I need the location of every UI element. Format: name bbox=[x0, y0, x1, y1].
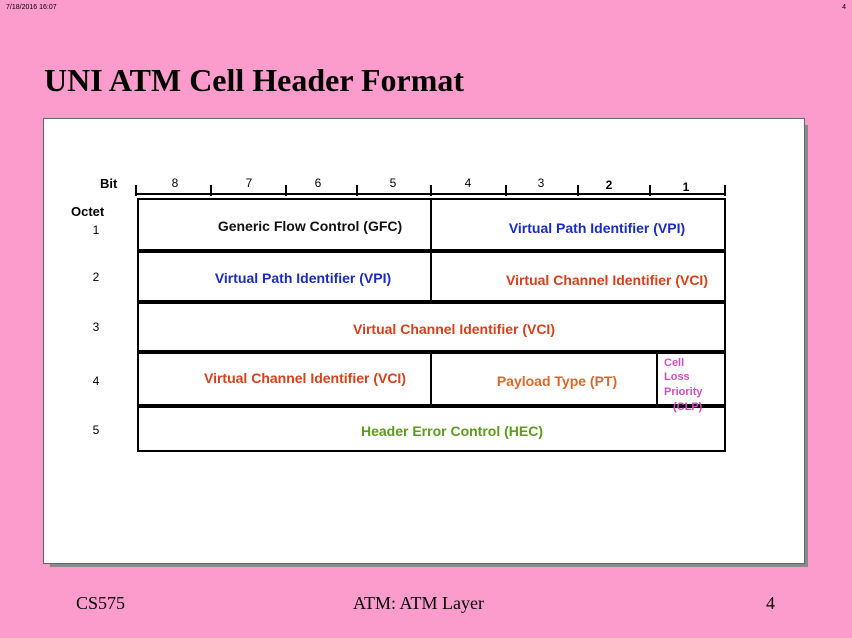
octet-number: 4 bbox=[93, 374, 100, 388]
bit-number: 6 bbox=[315, 176, 322, 190]
bit-number: 4 bbox=[465, 176, 472, 190]
footer-topic: ATM: ATM Layer bbox=[353, 593, 484, 613]
field-payload-type: Payload Type (PT) bbox=[497, 373, 617, 389]
octet-number: 1 bbox=[93, 223, 100, 237]
field-vci-octet-4: Virtual Channel Identifier (VCI) bbox=[204, 370, 406, 386]
field-hec: Header Error Control (HEC) bbox=[361, 423, 543, 439]
bit-numbers: 8 7 6 5 4 3 2 1 bbox=[172, 176, 690, 194]
corner-page-number: 4 bbox=[842, 4, 846, 11]
field-clp-line: Loss bbox=[664, 371, 690, 383]
field-gfc: Generic Flow Control (GFC) bbox=[218, 218, 402, 234]
field-clp-line: (CLP) bbox=[673, 401, 703, 413]
field-clp-line: Cell bbox=[664, 357, 684, 369]
bit-number: 1 bbox=[683, 180, 690, 194]
octet-number: 5 bbox=[93, 423, 100, 437]
octet-3-box bbox=[137, 302, 726, 352]
diagram-panel bbox=[43, 118, 805, 564]
slide-title: UNI ATM Cell Header Format bbox=[44, 62, 465, 98]
octet-numbers: 1 2 3 4 5 bbox=[93, 223, 100, 437]
bit-number: 8 bbox=[172, 176, 179, 190]
timestamp: 7/18/2016 16:07 bbox=[6, 4, 57, 11]
footer-page-number: 4 bbox=[766, 593, 775, 613]
field-clp-line: Priority bbox=[664, 386, 703, 398]
bit-number: 3 bbox=[538, 176, 545, 190]
octet-label: Octet bbox=[71, 204, 105, 219]
field-vpi-octet-2: Virtual Path Identifier (VPI) bbox=[215, 270, 391, 286]
field-vci-octet-3: Virtual Channel Identifier (VCI) bbox=[353, 321, 555, 337]
footer-course: CS575 bbox=[76, 593, 126, 613]
field-vpi-octet-1: Virtual Path Identifier (VPI) bbox=[509, 220, 685, 236]
bit-number: 7 bbox=[246, 176, 253, 190]
bit-number: 5 bbox=[390, 176, 397, 190]
bit-label: Bit bbox=[100, 176, 118, 191]
bit-ticks bbox=[135, 185, 726, 196]
bit-number: 2 bbox=[606, 178, 613, 192]
octet-number: 2 bbox=[93, 270, 100, 284]
octet-5-box bbox=[137, 406, 726, 452]
field-vci-octet-2: Virtual Channel Identifier (VCI) bbox=[506, 272, 708, 288]
octet-number: 3 bbox=[93, 320, 100, 334]
